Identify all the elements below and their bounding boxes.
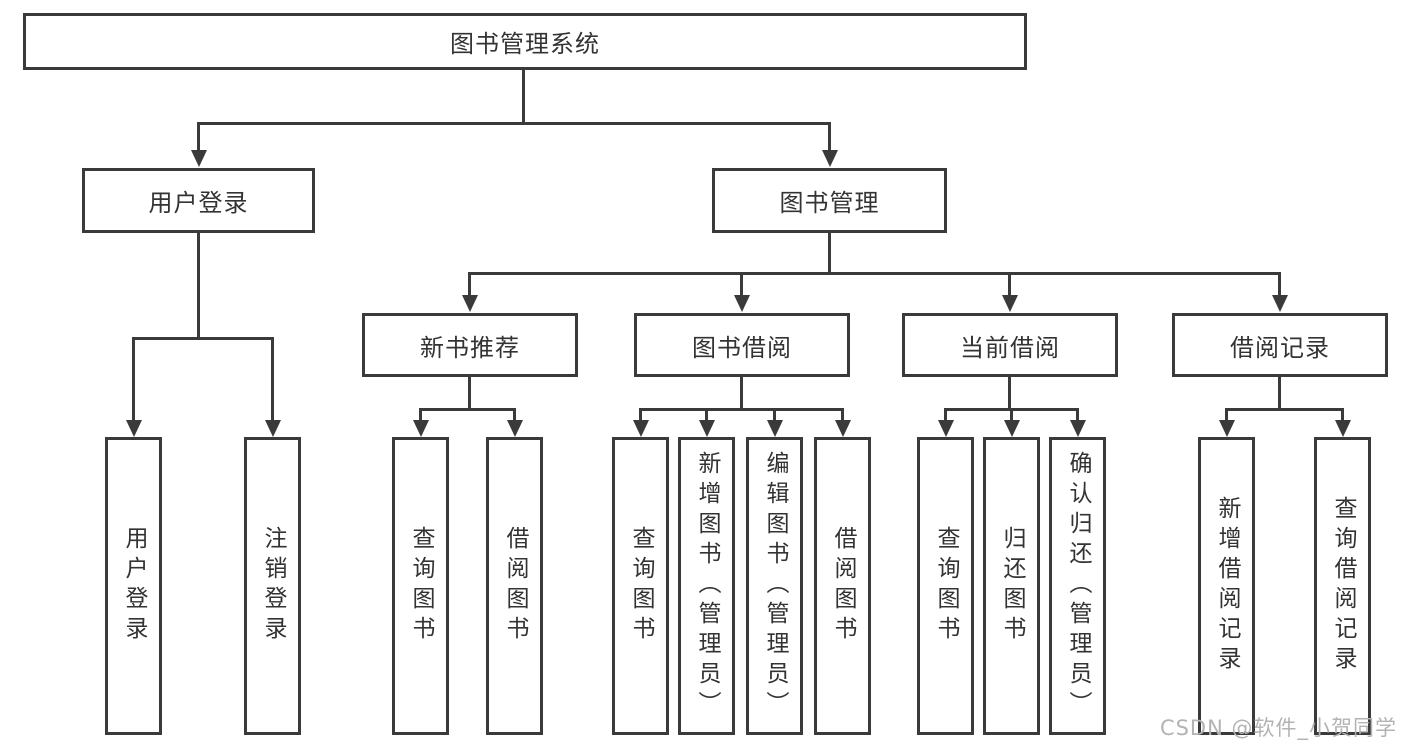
leaf-user-login-label: 用户登录 bbox=[121, 526, 147, 646]
node-book-management-label: 图书管理 bbox=[779, 189, 880, 217]
node-current-borrowing: 当前借阅 bbox=[902, 313, 1118, 377]
leaf-bb-borrow-books-label: 借阅图书 bbox=[830, 526, 856, 646]
leaf-bb-borrow-books: 借阅图书 bbox=[814, 437, 871, 735]
edge-arrow-borrow-records bbox=[1271, 272, 1288, 312]
edge-arrow-br-query bbox=[1334, 408, 1351, 437]
leaf-cb-return-books-label: 归还图书 bbox=[999, 526, 1025, 646]
edge-arrow-bb-query bbox=[632, 408, 649, 437]
edge-arrow-new-book-rec bbox=[461, 272, 478, 312]
node-book-borrowing-label: 图书借阅 bbox=[692, 333, 792, 362]
node-user-login-label: 用户登录 bbox=[148, 189, 249, 217]
leaf-bb-query-books: 查询图书 bbox=[612, 437, 669, 735]
leaf-logout: 注销登录 bbox=[244, 437, 301, 735]
leaf-br-add-record: 新增借阅记录 bbox=[1198, 437, 1255, 735]
leaf-user-login: 用户登录 bbox=[105, 437, 162, 735]
edge-arrow-nbr-borrow bbox=[506, 408, 523, 437]
leaf-bb-query-books-label: 查询图书 bbox=[628, 526, 654, 646]
leaf-nbr-query-books-label: 查询图书 bbox=[408, 526, 434, 646]
edge-book-borrow-bar bbox=[639, 408, 844, 411]
node-book-management: 图书管理 bbox=[712, 168, 947, 233]
edge-arrow-bb-edit bbox=[766, 408, 783, 437]
edge-borrow-records-stem bbox=[1278, 375, 1281, 411]
edge-user-login-stem bbox=[197, 231, 200, 340]
leaf-nbr-borrow-books: 借阅图书 bbox=[486, 437, 543, 735]
node-borrowing-records: 借阅记录 bbox=[1172, 313, 1388, 377]
edge-arrow-nbr-query bbox=[412, 408, 429, 437]
leaf-bb-edit-books-admin-label: 编辑图书（管理员） bbox=[762, 451, 788, 721]
leaf-cb-query-books: 查询图书 bbox=[917, 437, 974, 735]
edge-arrow-user-login bbox=[190, 122, 207, 167]
leaf-nbr-borrow-books-label: 借阅图书 bbox=[502, 526, 528, 646]
leaf-bb-add-books-admin: 新增图书（管理员） bbox=[678, 437, 735, 735]
edge-arrow-cb-return bbox=[1003, 408, 1020, 437]
edge-arrow-bb-add bbox=[698, 408, 715, 437]
edge-book-management-stem bbox=[828, 231, 831, 275]
leaf-cb-confirm-return-admin: 确认归还（管理员） bbox=[1049, 437, 1106, 735]
node-root-label: 图书管理系统 bbox=[450, 30, 600, 58]
leaf-bb-add-books-admin-label: 新增图书（管理员） bbox=[694, 451, 720, 721]
edge-new-book-rec-stem bbox=[468, 375, 471, 411]
node-new-book-recommendation: 新书推荐 bbox=[362, 313, 578, 377]
node-root: 图书管理系统 bbox=[23, 13, 1027, 70]
node-borrowing-records-label: 借阅记录 bbox=[1230, 333, 1330, 362]
edge-borrow-records-bar bbox=[1225, 408, 1344, 411]
edge-arrow-bb-borrow bbox=[834, 408, 851, 437]
node-current-borrowing-label: 当前借阅 bbox=[960, 333, 1060, 362]
leaf-br-query-record: 查询借阅记录 bbox=[1314, 437, 1371, 735]
edge-arrow-cb-query bbox=[937, 408, 954, 437]
leaf-br-add-record-label: 新增借阅记录 bbox=[1214, 496, 1240, 676]
leaf-cb-confirm-return-admin-label: 确认归还（管理员） bbox=[1065, 451, 1091, 721]
leaf-br-query-record-label: 查询借阅记录 bbox=[1330, 496, 1356, 676]
node-book-borrowing: 图书借阅 bbox=[634, 313, 850, 377]
edge-book-borrow-stem bbox=[740, 375, 743, 411]
edge-user-login-bar bbox=[132, 337, 274, 340]
edge-root-stem bbox=[522, 68, 525, 125]
leaf-bb-edit-books-admin: 编辑图书（管理员） bbox=[746, 437, 803, 735]
leaf-cb-return-books: 归还图书 bbox=[983, 437, 1040, 735]
edge-arrow-cb-confirm bbox=[1069, 408, 1086, 437]
edge-arrow-book-borrow bbox=[733, 272, 750, 312]
node-user-login: 用户登录 bbox=[82, 168, 315, 233]
edge-arrow-logout bbox=[264, 337, 281, 437]
leaf-nbr-query-books: 查询图书 bbox=[392, 437, 449, 735]
edge-root-bar bbox=[197, 122, 831, 125]
leaf-logout-label: 注销登录 bbox=[260, 526, 286, 646]
edge-new-book-rec-bar bbox=[419, 408, 516, 411]
edge-current-borrow-stem bbox=[1008, 375, 1011, 411]
edge-book-management-bar bbox=[468, 272, 1281, 275]
edge-arrow-book-management bbox=[821, 122, 838, 167]
edge-arrow-login bbox=[125, 337, 142, 437]
leaf-cb-query-books-label: 查询图书 bbox=[933, 526, 959, 646]
node-new-book-recommendation-label: 新书推荐 bbox=[420, 333, 520, 362]
edge-arrow-br-add bbox=[1218, 408, 1235, 437]
csdn-watermark: CSDN @软件_小贺同学 bbox=[1159, 716, 1397, 740]
edge-arrow-current-borrow bbox=[1001, 272, 1018, 312]
